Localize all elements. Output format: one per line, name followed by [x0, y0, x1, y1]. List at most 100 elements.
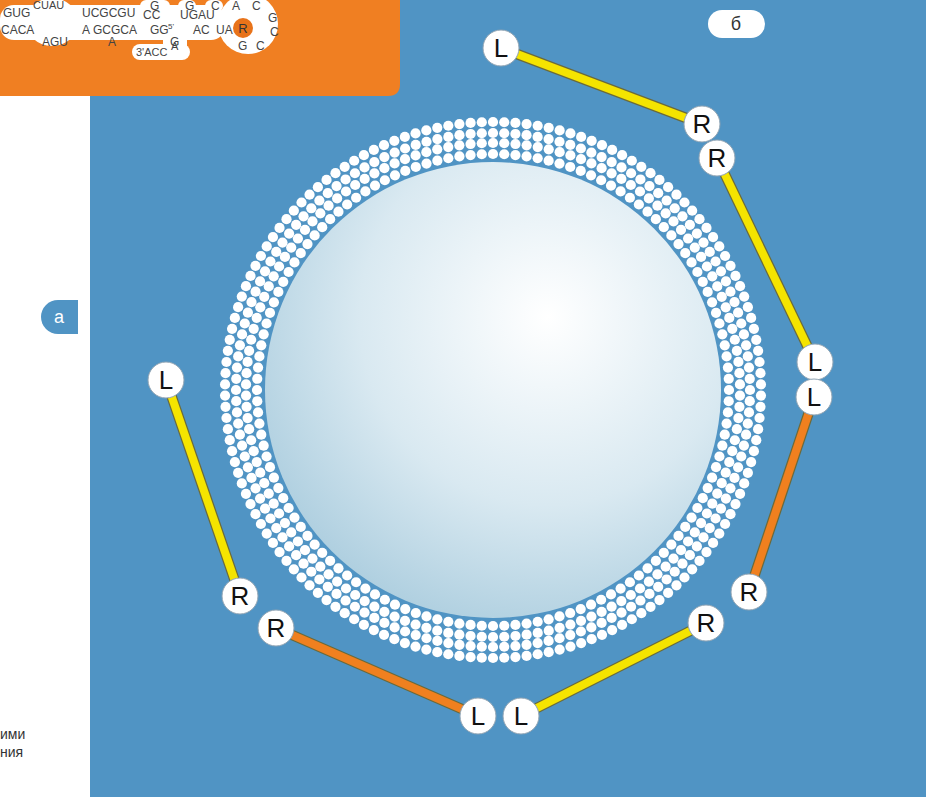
lipid-head: [314, 195, 324, 205]
lipid-head: [400, 143, 410, 153]
node-text: R: [697, 610, 716, 636]
lipid-head: [380, 595, 390, 605]
lipid-head: [333, 563, 343, 573]
lipid-head: [712, 488, 722, 498]
lipid-head: [696, 518, 706, 528]
lipid-head: [576, 132, 586, 142]
nucleotide-label: C: [270, 26, 279, 38]
lipid-head: [597, 630, 607, 640]
lipid-head: [260, 504, 270, 514]
lipid-head: [724, 313, 734, 323]
lipid-head: [730, 271, 740, 281]
lipid-head: [721, 494, 731, 504]
lipid-head: [739, 329, 749, 339]
lipid-head: [488, 621, 498, 631]
lipid-head: [653, 582, 663, 592]
node-text: L: [808, 349, 822, 375]
lipid-head: [698, 237, 708, 247]
lipid-head: [746, 313, 756, 323]
lipid-head: [256, 251, 266, 261]
lipid-head: [606, 168, 616, 178]
lipid-head: [265, 513, 275, 523]
lipid-head: [400, 604, 410, 614]
lipid-head: [307, 553, 317, 563]
lipid-head: [350, 602, 360, 612]
lipid-head: [686, 257, 696, 267]
lipid-head: [233, 302, 243, 312]
lipid-head: [317, 548, 327, 558]
lipid-head: [421, 644, 431, 654]
lipid-head: [607, 613, 617, 623]
lipid-head: [277, 532, 287, 542]
lipid-head: [284, 541, 294, 551]
lipid-head: [340, 162, 350, 172]
lipid-head: [256, 519, 266, 529]
lipid-head: [296, 572, 306, 582]
lipid-head: [634, 570, 644, 580]
lipid-head: [565, 630, 575, 640]
lipid-head: [733, 357, 743, 367]
lipid-head: [225, 335, 235, 345]
lipid-head: [281, 556, 291, 566]
lipid-head: [237, 291, 247, 301]
nucleotide-label: CACA: [1, 24, 34, 36]
lipid-head: [673, 239, 683, 249]
lipid-head: [607, 145, 617, 155]
lipid-head: [260, 266, 270, 276]
residue-circle: L: [502, 697, 540, 735]
lipid-head: [701, 547, 711, 557]
lipid-head: [250, 483, 260, 493]
lipid-head: [721, 276, 731, 286]
lipid-head: [390, 600, 400, 610]
lipid-head: [341, 583, 351, 593]
lipid-head: [465, 631, 475, 641]
lipid-head: [587, 634, 597, 644]
lipid-head: [232, 407, 242, 417]
lipid-head: [721, 351, 731, 361]
lipid-head: [723, 407, 733, 417]
rna-ribbon: [0, 0, 278, 60]
lipid-head: [606, 602, 616, 612]
lipid-head: [223, 424, 233, 434]
lipid-head: [714, 529, 724, 539]
lipid-head: [521, 640, 531, 650]
lipid-head: [698, 532, 708, 542]
lipid-head: [306, 567, 316, 577]
lipid-head: [421, 623, 431, 633]
lipid-head: [465, 139, 475, 149]
lipid-head: [714, 451, 724, 461]
lipid-head: [644, 577, 654, 587]
lipid-head: [369, 157, 379, 167]
lipid-head: [533, 121, 543, 131]
lipid-head: [717, 478, 727, 488]
lipid-head: [707, 473, 717, 483]
lipid-head: [521, 651, 531, 661]
lipid-head: [454, 119, 464, 129]
lipid-head: [521, 151, 531, 161]
lipid-head: [411, 630, 421, 640]
lipid-head: [273, 483, 283, 493]
lipid-head: [749, 446, 759, 456]
lipid-head: [707, 297, 717, 307]
lipid-head: [411, 608, 421, 618]
lipid-head: [231, 374, 241, 384]
lipid-head: [289, 206, 299, 216]
lipid-head: [341, 186, 351, 196]
lipid-head: [454, 618, 464, 628]
lipid-head: [268, 232, 278, 242]
lipid-head: [411, 162, 421, 172]
lipid-head: [220, 391, 230, 401]
lipid-head: [644, 589, 654, 599]
lipid-head: [389, 611, 399, 621]
lipid-head: [714, 318, 724, 328]
lipid-head: [732, 346, 742, 356]
lipid-head: [241, 281, 251, 291]
lipid-head: [743, 351, 753, 361]
lipid-bilayer: [220, 117, 766, 663]
lipid-head: [521, 618, 531, 628]
lipid-head: [499, 621, 509, 631]
lipid-head: [465, 118, 475, 128]
lipid-head: [250, 509, 260, 519]
lipid-head: [477, 642, 487, 652]
